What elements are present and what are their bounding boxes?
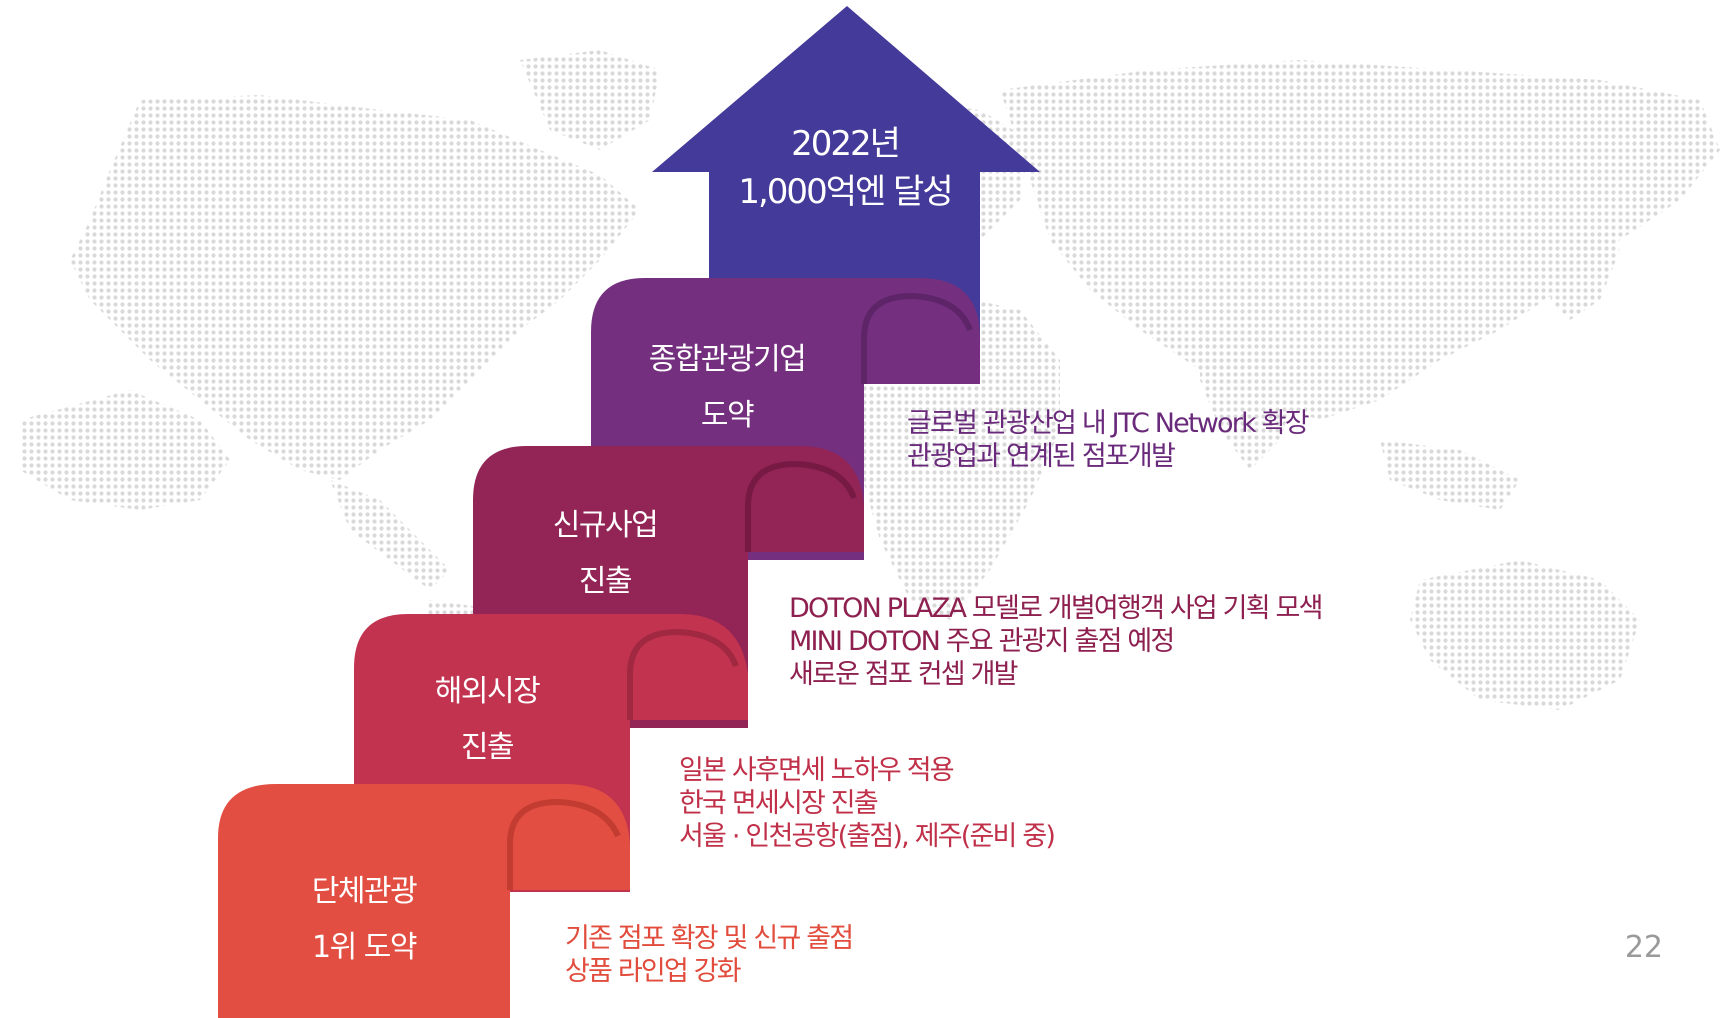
- step-2-detail-1: 일본 사후면세 노하우 적용: [679, 755, 955, 786]
- page-number: 22: [1624, 930, 1663, 965]
- step-4-detail-1: 글로벌 관광산업 내 JTC Network 확장: [907, 408, 1310, 439]
- step-4-title-line-1: 종합관광기업: [648, 342, 807, 377]
- step-2-title-line-1: 해외시장: [434, 674, 541, 709]
- step-4-detail-2: 관광업과 연계된 점포개발: [907, 441, 1176, 472]
- step-1-scroll: [218, 784, 630, 1018]
- step-4-title-line-2: 도약: [700, 398, 755, 433]
- step-3-title-line-2: 진출: [578, 564, 633, 599]
- step-3-detail-3: 새로운 점포 컨셉 개발: [789, 659, 1019, 690]
- step-1-detail-1: 기존 점포 확장 및 신규 출점: [565, 923, 854, 954]
- step-2-detail-3: 서울 · 인천공항(출점), 제주(준비 중): [679, 821, 1056, 852]
- step-2-label: 해외시장 진출: [327, 664, 647, 776]
- goal-line-1: 2022년: [791, 124, 901, 164]
- step-1-label: 단체관광 1위 도약: [204, 864, 524, 976]
- step-3-detail-1: DOTON PLAZA 모델로 개별여행객 사업 기획 모색: [789, 593, 1323, 624]
- goal-line-2: 1,000억엔 달성: [738, 172, 953, 212]
- step-4-details: 글로벌 관광산업 내 JTC Network 확장 관광업과 연계된 점포개발: [907, 407, 1310, 473]
- step-4-label: 종합관광기업 도약: [567, 332, 887, 444]
- step-2-title-line-2: 진출: [460, 730, 515, 765]
- step-3-details: DOTON PLAZA 모델로 개별여행객 사업 기획 모색 MINI DOTO…: [789, 592, 1323, 691]
- step-1-detail-2: 상품 라인업 강화: [565, 956, 742, 987]
- goal-label: 2022년 1,000억엔 달성: [665, 120, 1025, 216]
- step-2-details: 일본 사후면세 노하우 적용 한국 면세시장 진출 서울 · 인천공항(출점),…: [679, 754, 1056, 853]
- step-3-title-line-1: 신규사업: [552, 508, 659, 543]
- step-2-detail-2: 한국 면세시장 진출: [679, 788, 879, 819]
- step-3-label: 신규사업 진출: [445, 498, 765, 610]
- step-1-title-line-2: 1위 도약: [312, 930, 417, 965]
- step-3-detail-2: MINI DOTON 주요 관광지 출점 예정: [789, 626, 1175, 657]
- step-1-title-line-1: 단체관광: [311, 874, 418, 909]
- step-1-details: 기존 점포 확장 및 신규 출점 상품 라인업 강화: [565, 922, 854, 988]
